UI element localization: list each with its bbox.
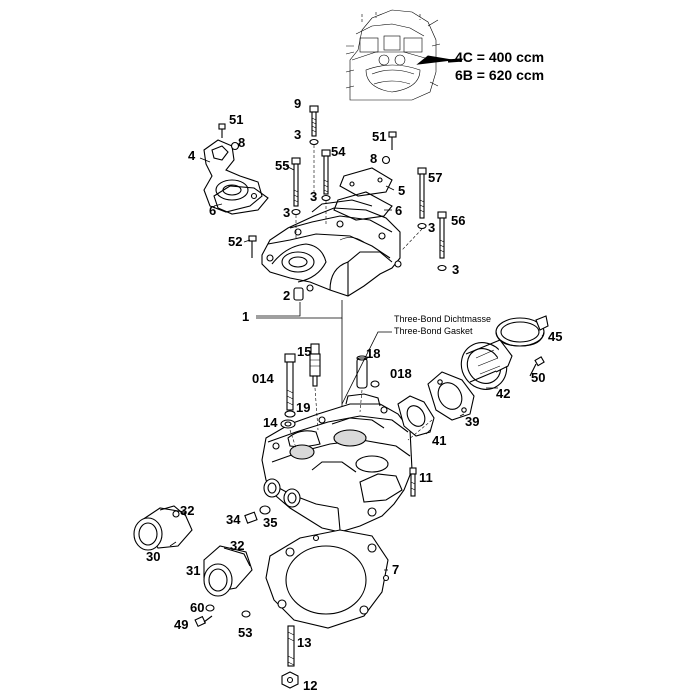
label-part-32: 32 — [180, 503, 194, 518]
label-part-8: 8 — [238, 135, 245, 150]
label-part-45: 45 — [548, 329, 562, 344]
inset-note-4c: 4C = 400 ccm — [455, 49, 544, 65]
valve-cover-part — [261, 199, 402, 297]
bolt-49 — [194, 615, 213, 628]
engine-inset-illustration — [345, 8, 463, 101]
nut-12 — [281, 671, 299, 689]
label-part-6: 6 — [395, 203, 402, 218]
label-part-51: 51 — [229, 112, 243, 127]
label-part-35: 35 — [263, 515, 277, 530]
label-part-52: 52 — [228, 234, 242, 249]
label-part-3: 3 — [452, 262, 459, 277]
inset-note-6b: 6B = 620 ccm — [455, 67, 544, 83]
o-ring-35 — [259, 505, 271, 515]
part-45-clamp — [495, 315, 549, 347]
label-part-12: 12 — [303, 678, 317, 693]
label-part-5: 5 — [398, 183, 405, 198]
screw-50 — [529, 356, 545, 377]
inset-arrow — [416, 55, 453, 65]
washer-8-right — [381, 155, 391, 165]
label-part-53: 53 — [238, 625, 252, 640]
label-part-9: 9 — [294, 96, 301, 111]
bolt-57 — [417, 167, 427, 219]
label-part-3: 3 — [283, 205, 290, 220]
label-part-57: 57 — [428, 170, 442, 185]
part-6-gasket-left — [213, 185, 269, 215]
part-53 — [241, 610, 251, 618]
label-part-6: 6 — [209, 203, 216, 218]
label-part-13: 13 — [297, 635, 311, 650]
washer-3-a — [309, 138, 319, 146]
part-5-cover-plate — [339, 167, 393, 197]
label-part-15: 15 — [297, 344, 311, 359]
part-15-sensor — [309, 343, 321, 387]
cylinder-head-part — [261, 393, 413, 533]
label-part-3: 3 — [310, 189, 317, 204]
label-part-018: 018 — [390, 366, 412, 381]
bolt-56 — [437, 211, 447, 259]
label-part-41: 41 — [432, 433, 446, 448]
part-7-head-gasket — [265, 529, 390, 629]
label-part-55: 55 — [275, 158, 289, 173]
label-part-1: 1 — [242, 309, 249, 324]
washer-3-d — [417, 222, 427, 230]
label-part-60: 60 — [190, 600, 204, 615]
label-part-50: 50 — [531, 370, 545, 385]
bolt-54 — [321, 149, 331, 195]
part-6-gasket-right — [333, 191, 393, 221]
leader-lines — [169, 157, 545, 571]
part-4-cover — [203, 139, 263, 213]
label-part-18: 18 — [366, 346, 380, 361]
bolt-11 — [409, 467, 417, 497]
label-part-4: 4 — [188, 148, 196, 163]
bolt-9 — [309, 105, 319, 137]
label-part-31: 31 — [186, 563, 200, 578]
washer-14 — [280, 419, 296, 429]
part-31-intake — [203, 545, 253, 597]
label-part-32: 32 — [230, 538, 244, 553]
bolt-55 — [291, 157, 301, 207]
label-part-49: 49 — [174, 617, 188, 632]
label-part-19: 19 — [296, 400, 310, 415]
washer-60 — [205, 604, 215, 612]
label-part-56: 56 — [451, 213, 465, 228]
sealant-label-en: Three-Bond Gasket — [394, 326, 473, 336]
label-part-51: 51 — [372, 129, 386, 144]
label-part-014: 014 — [252, 371, 274, 386]
label-part-42: 42 — [496, 386, 510, 401]
washer-3-e — [437, 264, 447, 272]
label-part-7: 7 — [392, 562, 399, 577]
part-18-guide — [356, 355, 368, 389]
label-part-39: 39 — [465, 414, 479, 429]
sealant-label-de: Three-Bond Dichtmasse — [394, 314, 491, 324]
label-part-34: 34 — [226, 512, 241, 527]
stud-13 — [287, 625, 295, 667]
plug-34 — [244, 511, 258, 524]
part-42-intake-rubber — [460, 339, 513, 390]
bolt-51-right — [388, 131, 397, 150]
label-part-2: 2 — [283, 288, 290, 303]
label-part-30: 30 — [146, 549, 160, 564]
label-part-8: 8 — [370, 151, 377, 166]
label-part-3: 3 — [294, 127, 301, 142]
washer-3-b — [321, 194, 331, 202]
label-part-11: 11 — [419, 470, 433, 485]
part-2-sleeve — [293, 287, 304, 301]
bolt-51-left — [218, 123, 226, 138]
part-39-flange — [427, 371, 475, 421]
label-part-3: 3 — [428, 220, 435, 235]
label-part-14: 14 — [263, 415, 278, 430]
bolt-52 — [248, 235, 257, 258]
label-part-54: 54 — [331, 144, 346, 159]
washer-19 — [284, 410, 296, 418]
washer-8-left — [230, 141, 240, 151]
washer-3-c — [291, 208, 301, 216]
part-30-intake-manifold — [133, 505, 193, 551]
o-ring-018 — [370, 380, 380, 388]
bolt-014 — [284, 353, 296, 411]
part-41-gasket — [397, 395, 435, 437]
